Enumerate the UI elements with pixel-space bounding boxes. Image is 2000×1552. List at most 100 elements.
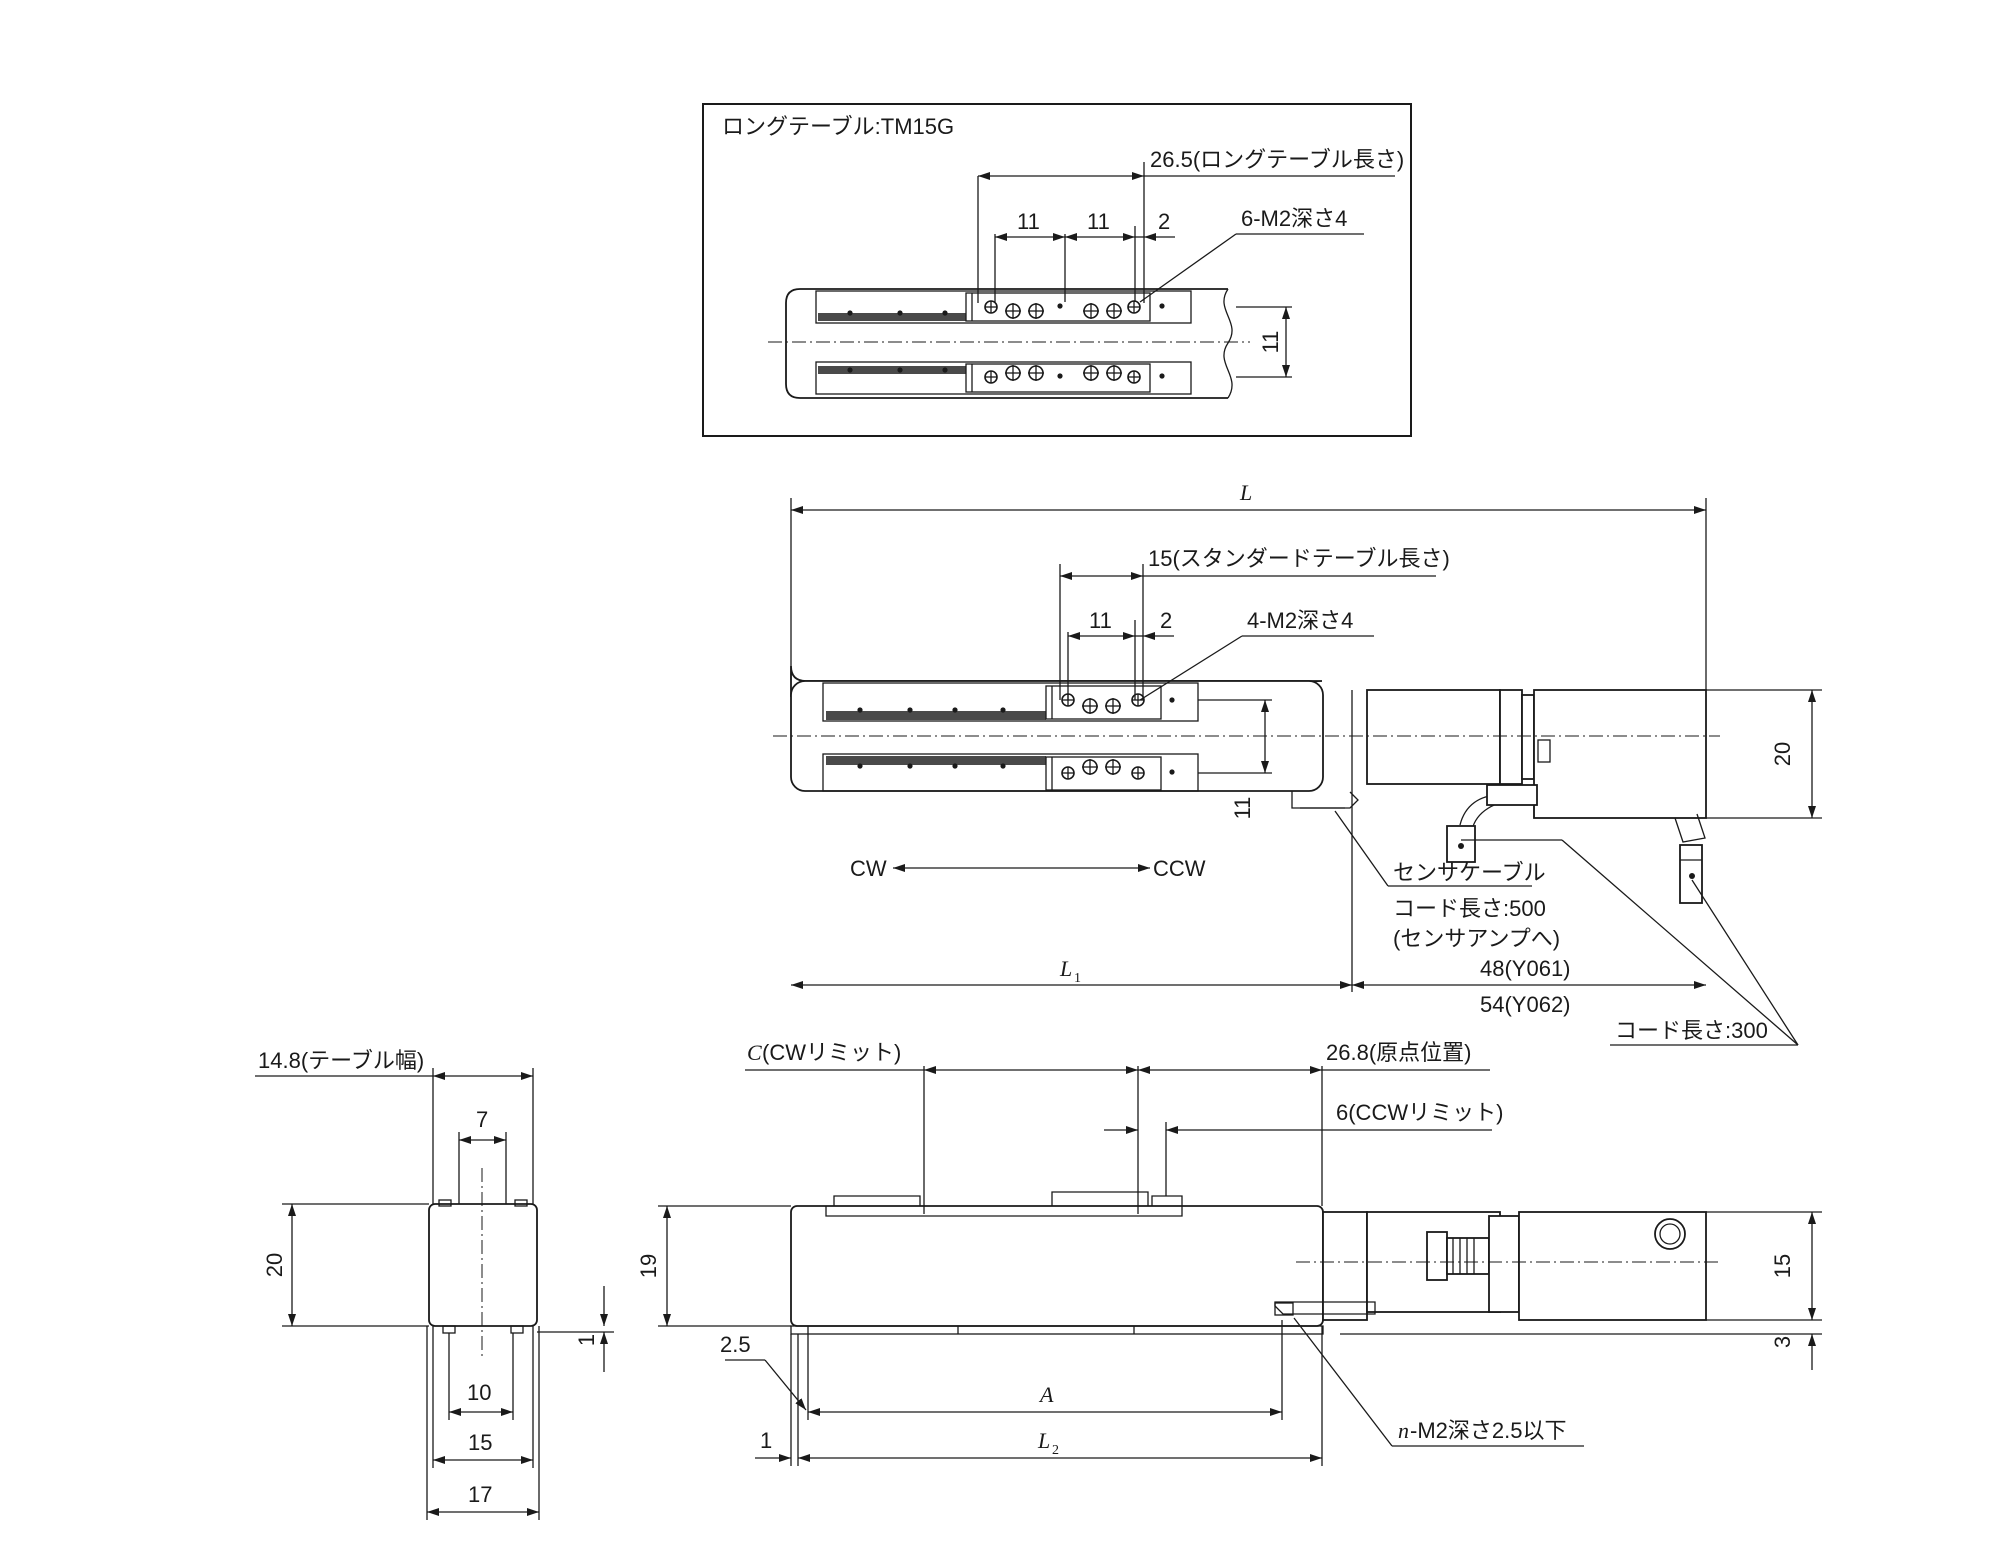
side-table-right (1051, 1191, 1149, 1206)
dim-offset-label: 2 (1160, 608, 1172, 633)
inset-lower-table (965, 363, 1151, 393)
side-coupler (1426, 1231, 1448, 1281)
motor-flange (1499, 689, 1523, 785)
side-rail-top (825, 1206, 1183, 1217)
dim-20-label: 20 (262, 1253, 287, 1277)
holes-label: 4-M2深さ4 (1247, 608, 1353, 633)
dim-a-label: A (1038, 1382, 1054, 1407)
inset-upper-rail-strip (818, 313, 966, 321)
end-view: 14.8(テーブル幅) 7 20 1 10 15 17 (255, 1048, 614, 1520)
motor-len-y062: 54(Y062) (1480, 992, 1571, 1017)
dim-origin-label: 26.8(原点位置) (1326, 1040, 1471, 1065)
sensor-cable-leader (1334, 810, 1389, 887)
inset-upper-table (965, 292, 1151, 322)
inset-long-table: ロングテーブル:TM15G (702, 103, 1412, 437)
encoder-housing (1533, 689, 1707, 819)
inset-title: ロングテーブル:TM15G (722, 114, 954, 139)
dim-19-label: 19 (636, 1254, 661, 1278)
side-view: C (CWリミット) 26.8(原点位置) 6(CCWリミット) 19 15 3… (636, 1040, 1822, 1466)
dir-ccw-label: CCW (1153, 856, 1206, 881)
dim-2-5-leader (764, 1359, 807, 1411)
inset-table-dot (1057, 373, 1063, 379)
dim-overall-label: L (1239, 480, 1252, 505)
end-body (428, 1203, 538, 1327)
dim-c-main: C (747, 1040, 762, 1065)
dim-3-label: 3 (1770, 1336, 1795, 1348)
inset-body (785, 288, 1228, 399)
dim-c-label: (CWリミット) (762, 1040, 901, 1065)
inset-dim-pitch-2-label: 11 (1087, 209, 1110, 234)
dim-spacing-label: 11 (1230, 797, 1255, 820)
dim-1-label: 1 (574, 1334, 599, 1346)
rail-dot (1169, 697, 1175, 703)
dim-1-side-label: 1 (760, 1428, 772, 1453)
lower-table (1045, 756, 1162, 791)
side-motor-flange (1488, 1215, 1520, 1313)
sensor-cord-length: コード長さ:500 (1393, 896, 1546, 921)
inset-table-dot (1159, 373, 1165, 379)
rail-dot (1169, 769, 1175, 775)
holes-leader (1139, 635, 1243, 701)
inset-lower-rail (815, 361, 1192, 395)
inset-rail-dot (897, 367, 903, 373)
sensor-bracket (1291, 791, 1359, 809)
dim-l2-label: L (1037, 1428, 1050, 1453)
sensor-note: (センサアンプへ) (1393, 926, 1560, 951)
dim-10-label: 10 (467, 1380, 491, 1405)
dim-table-width-label: 14.8(テーブル幅) (258, 1048, 424, 1073)
rail-dot (857, 763, 863, 769)
dim-l2-subscript: 2 (1052, 1443, 1059, 1458)
rail-dot (857, 707, 863, 713)
motor-cable-gland (1674, 813, 1706, 843)
sensor-cable-label: センサケーブル (1393, 860, 1546, 885)
dim-height-label: 20 (1770, 742, 1795, 766)
tapped-holes (1061, 693, 1145, 780)
upper-table (1045, 685, 1162, 720)
inset-holes-leader (1139, 233, 1237, 303)
inset-dim-spacing-label: 11 (1258, 331, 1283, 354)
inset-lower-rail-strip (818, 366, 966, 374)
dim-15-label: 15 (468, 1430, 492, 1455)
inset-rail-dot (847, 310, 853, 316)
dim-l1-label: L (1059, 956, 1072, 981)
sensor-cable-clamp (1486, 784, 1538, 806)
dim-15-side-label: 15 (1770, 1254, 1795, 1278)
dim-2-5-label: 2.5 (720, 1332, 751, 1357)
rail-dot (1000, 763, 1006, 769)
motor-body (1366, 689, 1501, 785)
inset-dim-offset-label: 2 (1158, 209, 1170, 234)
dim-table-length-label: 15(スタンダードテーブル長さ) (1148, 546, 1450, 571)
inset-frame (702, 103, 1412, 437)
rail-dot (907, 707, 913, 713)
rail-dot (952, 707, 958, 713)
rail-dot (907, 763, 913, 769)
dir-cw-label: CW (850, 856, 887, 881)
inset-rail-dot (942, 310, 948, 316)
dim-ccw-label: 6(CCWリミット) (1336, 1100, 1503, 1125)
motor-coupler (1521, 694, 1535, 780)
side-motor-adapter (1322, 1211, 1368, 1321)
mount-holes-main: n (1398, 1418, 1409, 1443)
encoder-connector (1537, 739, 1551, 763)
dim-7-label: 7 (476, 1107, 488, 1132)
dim-pitch-label: 11 (1089, 608, 1112, 633)
inset-dim-pitch-1-label: 11 (1017, 209, 1040, 234)
mount-holes-leader (1293, 1317, 1393, 1447)
motor-cord-leader (1691, 879, 1799, 1046)
inset-upper-rail (815, 290, 1192, 324)
inset-rail-dot (897, 310, 903, 316)
inset-tapped-holes (984, 300, 1141, 384)
mount-holes-label: -M2深さ2.5以下 (1410, 1418, 1566, 1443)
motor-cord-length: コード長さ:300 (1615, 1018, 1768, 1043)
dim-l1-subscript: 1 (1074, 971, 1081, 986)
motor-len-y061: 48(Y061) (1480, 956, 1571, 981)
inset-rail-dot (847, 367, 853, 373)
lower-rail-strip (826, 756, 1046, 765)
inset-dim-length-label: 26.5(ロングテーブル長さ) (1150, 147, 1404, 172)
upper-rail (822, 682, 1199, 722)
dim-17-label: 17 (468, 1482, 492, 1507)
upper-rail-strip (826, 711, 1046, 720)
rail-dot (952, 763, 958, 769)
top-view: L (773, 480, 1822, 1046)
